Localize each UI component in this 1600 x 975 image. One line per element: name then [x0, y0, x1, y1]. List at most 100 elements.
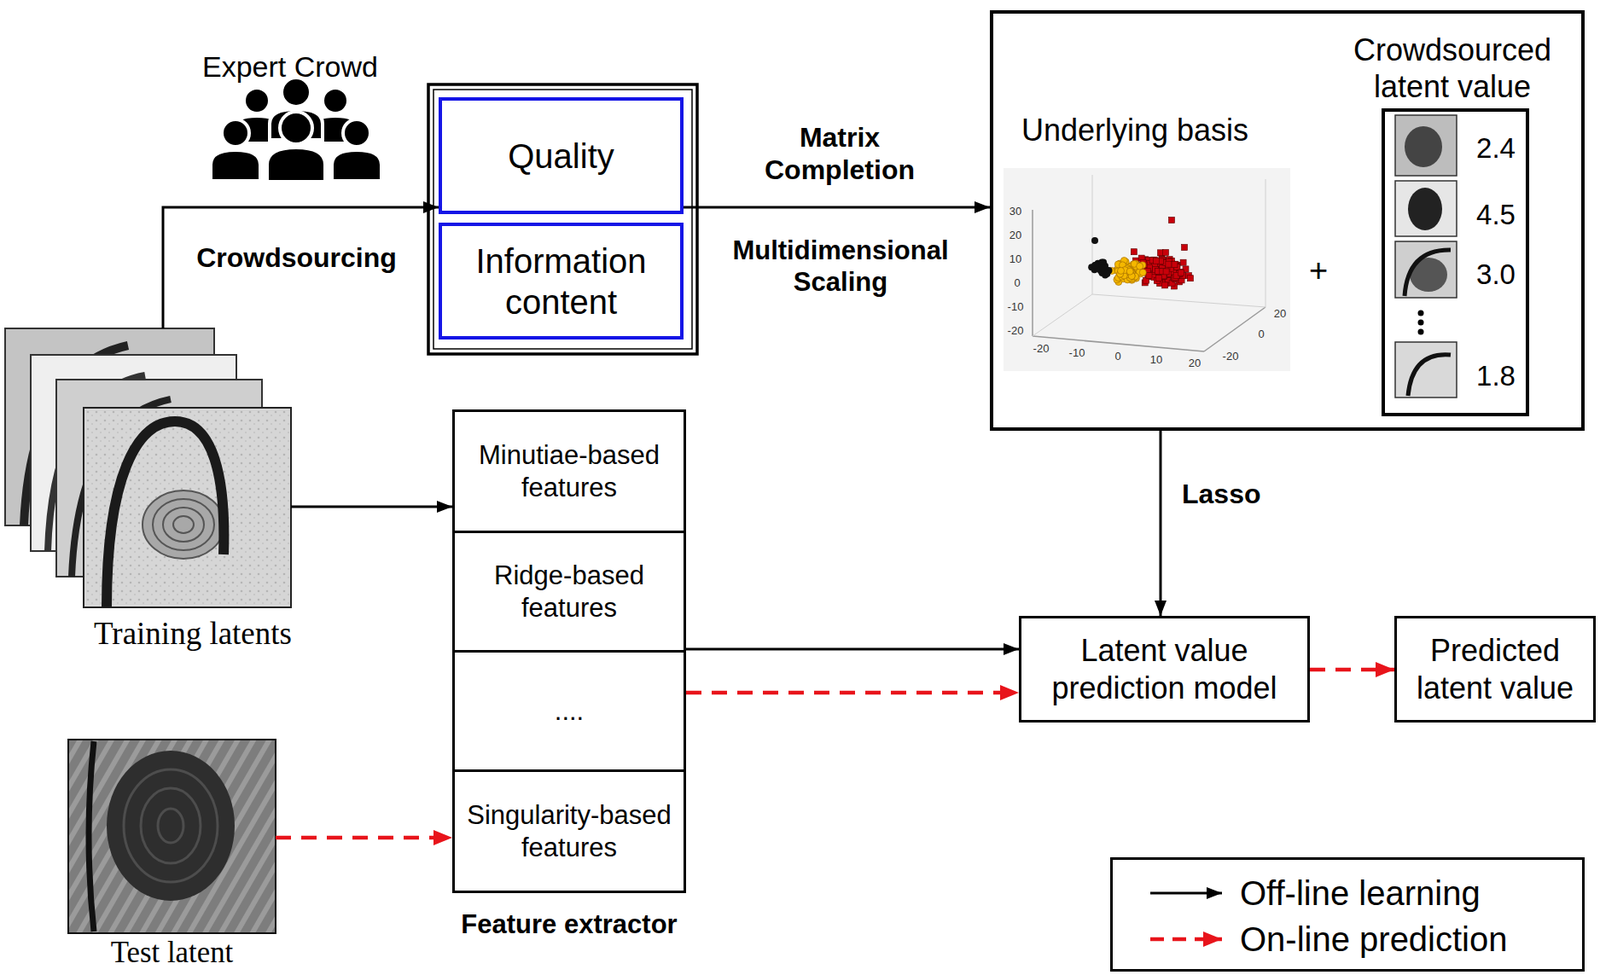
scatter-point — [1171, 262, 1178, 269]
group-frame — [428, 84, 698, 355]
latent-thumb — [1395, 241, 1457, 298]
legend-text: On-line prediction — [1239, 919, 1508, 960]
scatter-point — [1091, 237, 1099, 245]
legend-box: Off-line learningOn-line prediction — [1110, 857, 1585, 972]
scatter-point — [1099, 264, 1107, 272]
plot-grid — [1092, 174, 1094, 295]
plot-axis — [1204, 307, 1266, 352]
legend-sample — [1150, 892, 1222, 896]
scatter-point — [1162, 282, 1169, 289]
scatter-point — [1126, 267, 1134, 275]
diagram-label: Multidimensional Scaling — [696, 234, 985, 298]
offline-connector — [683, 206, 990, 210]
plot-ground — [1003, 168, 1291, 372]
latent-mark — [106, 421, 224, 608]
scatter-point — [1165, 261, 1172, 268]
axis-tick: 10 — [1009, 252, 1022, 267]
node-text-box: Ridge-based features — [466, 530, 672, 653]
online-connector — [275, 836, 453, 841]
axis-tick: -20 — [1033, 342, 1050, 356]
scatter-point — [1181, 244, 1188, 251]
axis-tick: 20 — [1274, 307, 1286, 321]
fingerprint — [1404, 126, 1443, 168]
scatter-point — [1172, 261, 1179, 268]
ellipsis-dot — [1418, 320, 1425, 326]
ellipsis-dot — [1418, 310, 1425, 317]
scatter-point — [1092, 261, 1100, 269]
axis-tick: 20 — [1009, 228, 1022, 243]
node-text-box: Underlying basis — [1006, 109, 1263, 152]
node-text: Feature extractor — [460, 908, 677, 941]
node-text: Crowdsourced latent value — [1341, 31, 1564, 105]
node-text: Quality — [507, 135, 615, 177]
fingerprint — [1408, 187, 1443, 231]
legend-text-box: Off-line learning — [1239, 872, 1577, 914]
axis-tick-box: -20 — [1022, 341, 1060, 357]
scatter-point — [1187, 275, 1194, 282]
plot-grid — [1032, 294, 1093, 337]
scatter-point — [1146, 273, 1152, 280]
node-text-box: Expert Crowd — [170, 47, 410, 86]
test-latent: Test latent — [68, 739, 276, 972]
node-text-box: Minutiae-based features — [466, 409, 672, 534]
plot-axis — [1032, 336, 1205, 352]
scatter-point — [1091, 261, 1099, 269]
axis-tick-box: 20 — [1261, 306, 1299, 322]
fingerprint-ridge — [123, 769, 218, 883]
axis-tick: 0 — [1257, 327, 1264, 342]
crowd-group: Expert Crowd — [170, 46, 410, 184]
axis-tick: 0 — [1013, 276, 1020, 291]
offline-connector — [162, 207, 439, 329]
person-body — [331, 150, 382, 181]
latent-mark — [1408, 354, 1451, 396]
information-box: Information content — [438, 222, 684, 340]
latent-image — [83, 407, 291, 608]
person-head — [221, 119, 250, 147]
axis-tick: -20 — [1222, 349, 1240, 364]
test-latent-image — [68, 739, 276, 934]
node-text: 4.5 — [1476, 197, 1516, 233]
node-text-box: Information content — [447, 222, 675, 340]
plot-grid — [1265, 179, 1267, 308]
node-text-box: Test latent — [51, 935, 293, 972]
latent-image — [68, 739, 276, 934]
node-text: Ridge-based features — [466, 559, 672, 623]
node-text-box: Predicted latent value — [1402, 616, 1588, 723]
node-text: Expert Crowd — [202, 49, 379, 85]
scatter-points — [1088, 217, 1193, 291]
feature-cell: Ridge-based features — [452, 530, 687, 653]
node-text-box: 4.5 — [1470, 197, 1522, 233]
legend-sample — [1150, 937, 1222, 943]
offline-connector — [686, 648, 1019, 652]
person-head — [279, 111, 313, 145]
offline-connector — [290, 506, 453, 509]
training-latent-stack — [5, 328, 291, 608]
scatter-point — [1117, 267, 1125, 274]
feature-cell: .... — [452, 650, 687, 773]
axis-tick: 10 — [1150, 353, 1163, 367]
scatter-point — [1136, 262, 1144, 270]
axis-tick-box: 10 — [996, 251, 1035, 268]
node-text: 1.8 — [1476, 359, 1516, 394]
feature-extractor: Feature extractor Minutiae-based features… — [452, 409, 687, 944]
diagram-label-box: + — [1301, 251, 1336, 291]
node-text-box: .... — [466, 650, 672, 773]
legend-text-box: On-line prediction — [1239, 919, 1577, 960]
edge-label-box: Lasso — [1181, 473, 1276, 515]
axis-tick-box: 0 — [998, 275, 1036, 291]
axis-tick-box: 30 — [996, 203, 1035, 220]
node-text: .... — [554, 695, 584, 728]
scatter-point — [1130, 249, 1137, 256]
scatter-point — [1169, 217, 1176, 224]
fingerprint-ridge — [140, 788, 201, 864]
latent-mark — [88, 741, 94, 932]
person-head — [244, 87, 270, 114]
offline-connector — [1159, 430, 1163, 617]
axis-tick-box: 0 — [1242, 326, 1280, 343]
axis-tick-box: 10 — [1137, 352, 1176, 368]
online-connector — [686, 691, 1019, 696]
node-text: Training latents — [93, 615, 292, 653]
person-head — [322, 87, 349, 114]
feature-cell: Singularity-based features — [452, 769, 687, 894]
plot-axis — [1031, 209, 1034, 337]
